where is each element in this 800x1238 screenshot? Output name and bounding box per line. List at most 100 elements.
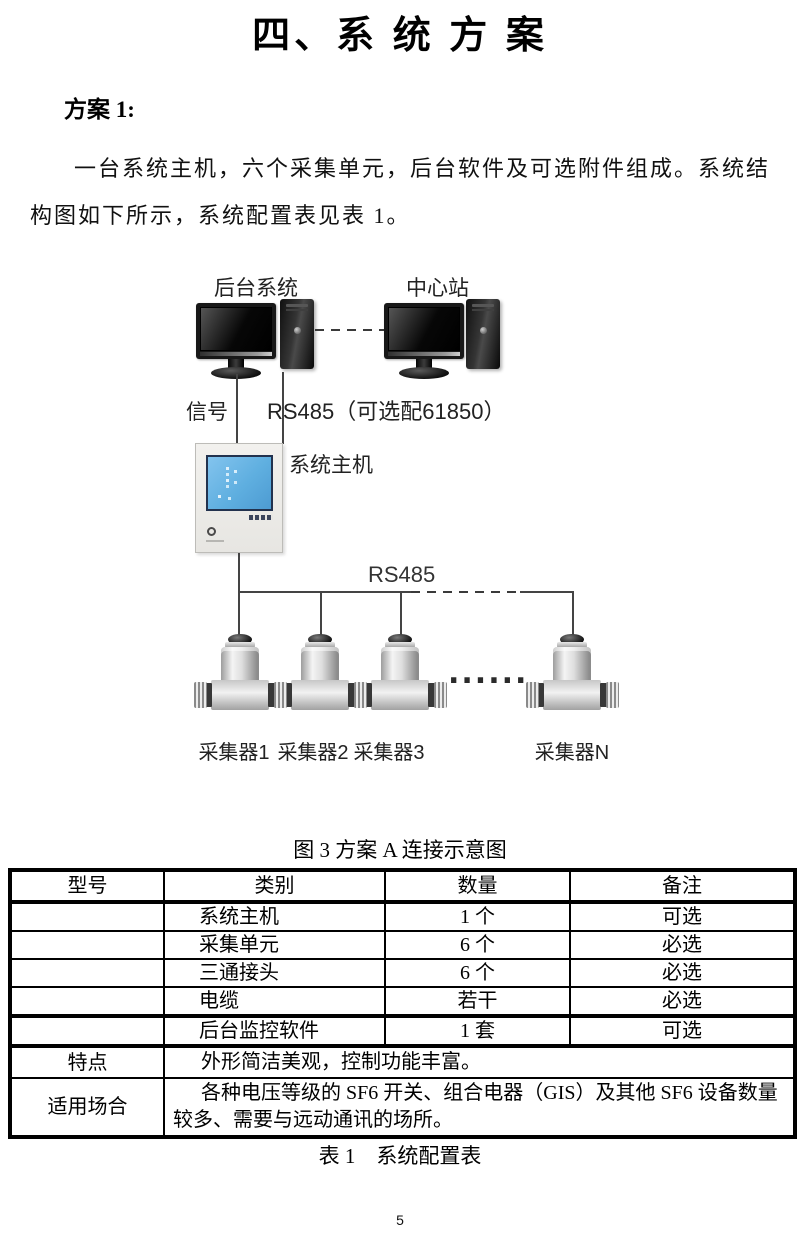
system-host-device-icon xyxy=(195,443,283,553)
table-header-row: 型号 类别 数量 备注 xyxy=(9,869,796,904)
tower-drive-bay xyxy=(472,309,494,311)
monitor-base xyxy=(399,367,449,379)
tower-drive-bay xyxy=(472,304,494,307)
collector-drop-line xyxy=(400,591,402,636)
system-host-label: 系统主机 xyxy=(289,454,373,477)
monitor-icon xyxy=(384,303,464,359)
cell-model xyxy=(9,930,165,960)
host-bus-drop-line xyxy=(238,553,240,591)
cell-note: 必选 xyxy=(569,986,796,1018)
tower-drive-bay xyxy=(286,304,308,307)
table-row: 系统主机 1 个 可选 xyxy=(9,901,796,932)
collector-fitting xyxy=(194,682,207,708)
collector-knob-cap xyxy=(385,642,415,648)
usage-row: 适用场合 各种电压等级的 SF6 开关、组合电器（GIS）及其他 SF6 设备数… xyxy=(9,1077,796,1138)
cell-note: 可选 xyxy=(569,1015,796,1048)
collector-ring xyxy=(600,683,607,707)
collector-ring xyxy=(348,683,355,707)
collector-icon xyxy=(526,634,619,712)
collector-knob xyxy=(560,634,584,645)
collector-fitting xyxy=(526,682,539,708)
cell-note: 必选 xyxy=(569,958,796,988)
monitor-screen xyxy=(388,307,460,351)
table-row: 三通接头 6 个 必选 xyxy=(9,958,796,988)
header-category: 类别 xyxy=(163,869,386,904)
cell-model xyxy=(9,901,165,932)
figure-caption: 图 3 方案 A 连接示意图 xyxy=(293,838,507,862)
collector-fitting xyxy=(274,682,287,708)
cell-model xyxy=(9,986,165,1018)
tower-power-button-icon xyxy=(479,327,487,334)
collector-ring xyxy=(537,683,544,707)
collector-ring xyxy=(268,683,275,707)
collector-knob-cap xyxy=(557,642,587,648)
signal-line xyxy=(282,372,284,444)
cell-quantity: 1 个 xyxy=(384,901,571,932)
monitor-stand xyxy=(228,359,244,369)
collector-base xyxy=(543,680,601,710)
cell-category: 三通接头 xyxy=(163,958,386,988)
collector-icon xyxy=(354,634,447,712)
rs485-bus-dashed-segment xyxy=(411,591,520,593)
table-row: 后台监控软件 1 套 可选 xyxy=(9,1015,796,1048)
rs485-bus-line xyxy=(238,591,411,593)
header-model: 型号 xyxy=(9,869,165,904)
collector-body xyxy=(553,647,591,683)
cell-model xyxy=(9,1015,165,1048)
monitor-chin xyxy=(200,352,272,356)
cell-note: 可选 xyxy=(569,901,796,932)
collector-label: 采集器1 xyxy=(198,742,270,764)
plan-heading: 方案 1: xyxy=(64,97,135,122)
signal-line xyxy=(236,374,238,444)
header-note: 备注 xyxy=(569,869,796,904)
signal-label: 信号 xyxy=(186,401,228,424)
cell-category: 采集单元 xyxy=(163,930,386,960)
collector-icon xyxy=(274,634,367,712)
collector-body xyxy=(301,647,339,683)
collector-knob-cap xyxy=(305,642,335,648)
cell-usage-label: 适用场合 xyxy=(9,1077,165,1138)
tower-drive-bay xyxy=(286,309,308,311)
cell-usage-content: 各种电压等级的 SF6 开关、组合电器（GIS）及其他 SF6 设备数量较多、需… xyxy=(163,1077,796,1138)
tower-power-button-icon xyxy=(293,327,301,334)
collector-label: 采集器N xyxy=(534,742,610,764)
collector-drop-line xyxy=(320,591,322,636)
rs485-bus-label: RS485 xyxy=(368,562,436,587)
cell-feature-label: 特点 xyxy=(9,1045,165,1079)
page-title: 四、系 统 方 案 xyxy=(252,15,548,57)
computers-dashed-link xyxy=(315,329,384,331)
cell-quantity: 6 个 xyxy=(384,958,571,988)
cell-model xyxy=(9,958,165,988)
collector-base xyxy=(291,680,349,710)
table-row: 采集单元 6 个 必选 xyxy=(9,930,796,960)
collector-fitting xyxy=(434,682,447,708)
table-caption: 表 1 系统配置表 xyxy=(318,1144,482,1168)
rs485-bus-line xyxy=(520,591,574,593)
host-logo-text xyxy=(206,540,224,542)
system-structure-diagram: 后台系统 中心站 xyxy=(186,277,619,764)
tower-icon xyxy=(466,299,500,369)
backend-system-label: 后台系统 xyxy=(214,277,298,300)
cell-note: 必选 xyxy=(569,930,796,960)
cell-category: 系统主机 xyxy=(163,901,386,932)
collector-fitting xyxy=(354,682,367,708)
collector-icon xyxy=(194,634,287,712)
intro-paragraph: 一台系统主机，六个采集单元，后台软件及可选附件组成。系统结构图如下所示，系统配置… xyxy=(30,156,771,228)
collector-drop-line xyxy=(238,591,240,636)
rs485-optional-label: RS485（可选配61850） xyxy=(267,399,506,424)
monitor-base xyxy=(211,367,261,379)
collector-ring xyxy=(285,683,292,707)
collector-ring xyxy=(205,683,212,707)
host-buttons xyxy=(249,515,273,520)
table-row: 电缆 若干 必选 xyxy=(9,986,796,1018)
center-station-label: 中心站 xyxy=(406,277,469,300)
collector-body xyxy=(221,647,259,683)
collector-base xyxy=(371,680,429,710)
page-number: 5 xyxy=(396,1212,404,1228)
collector-label: 采集器2 xyxy=(277,742,349,764)
ellipsis-dots: ...... xyxy=(448,656,529,691)
collector-drop-line xyxy=(572,591,574,636)
collector-body xyxy=(381,647,419,683)
collector-fitting xyxy=(606,682,619,708)
